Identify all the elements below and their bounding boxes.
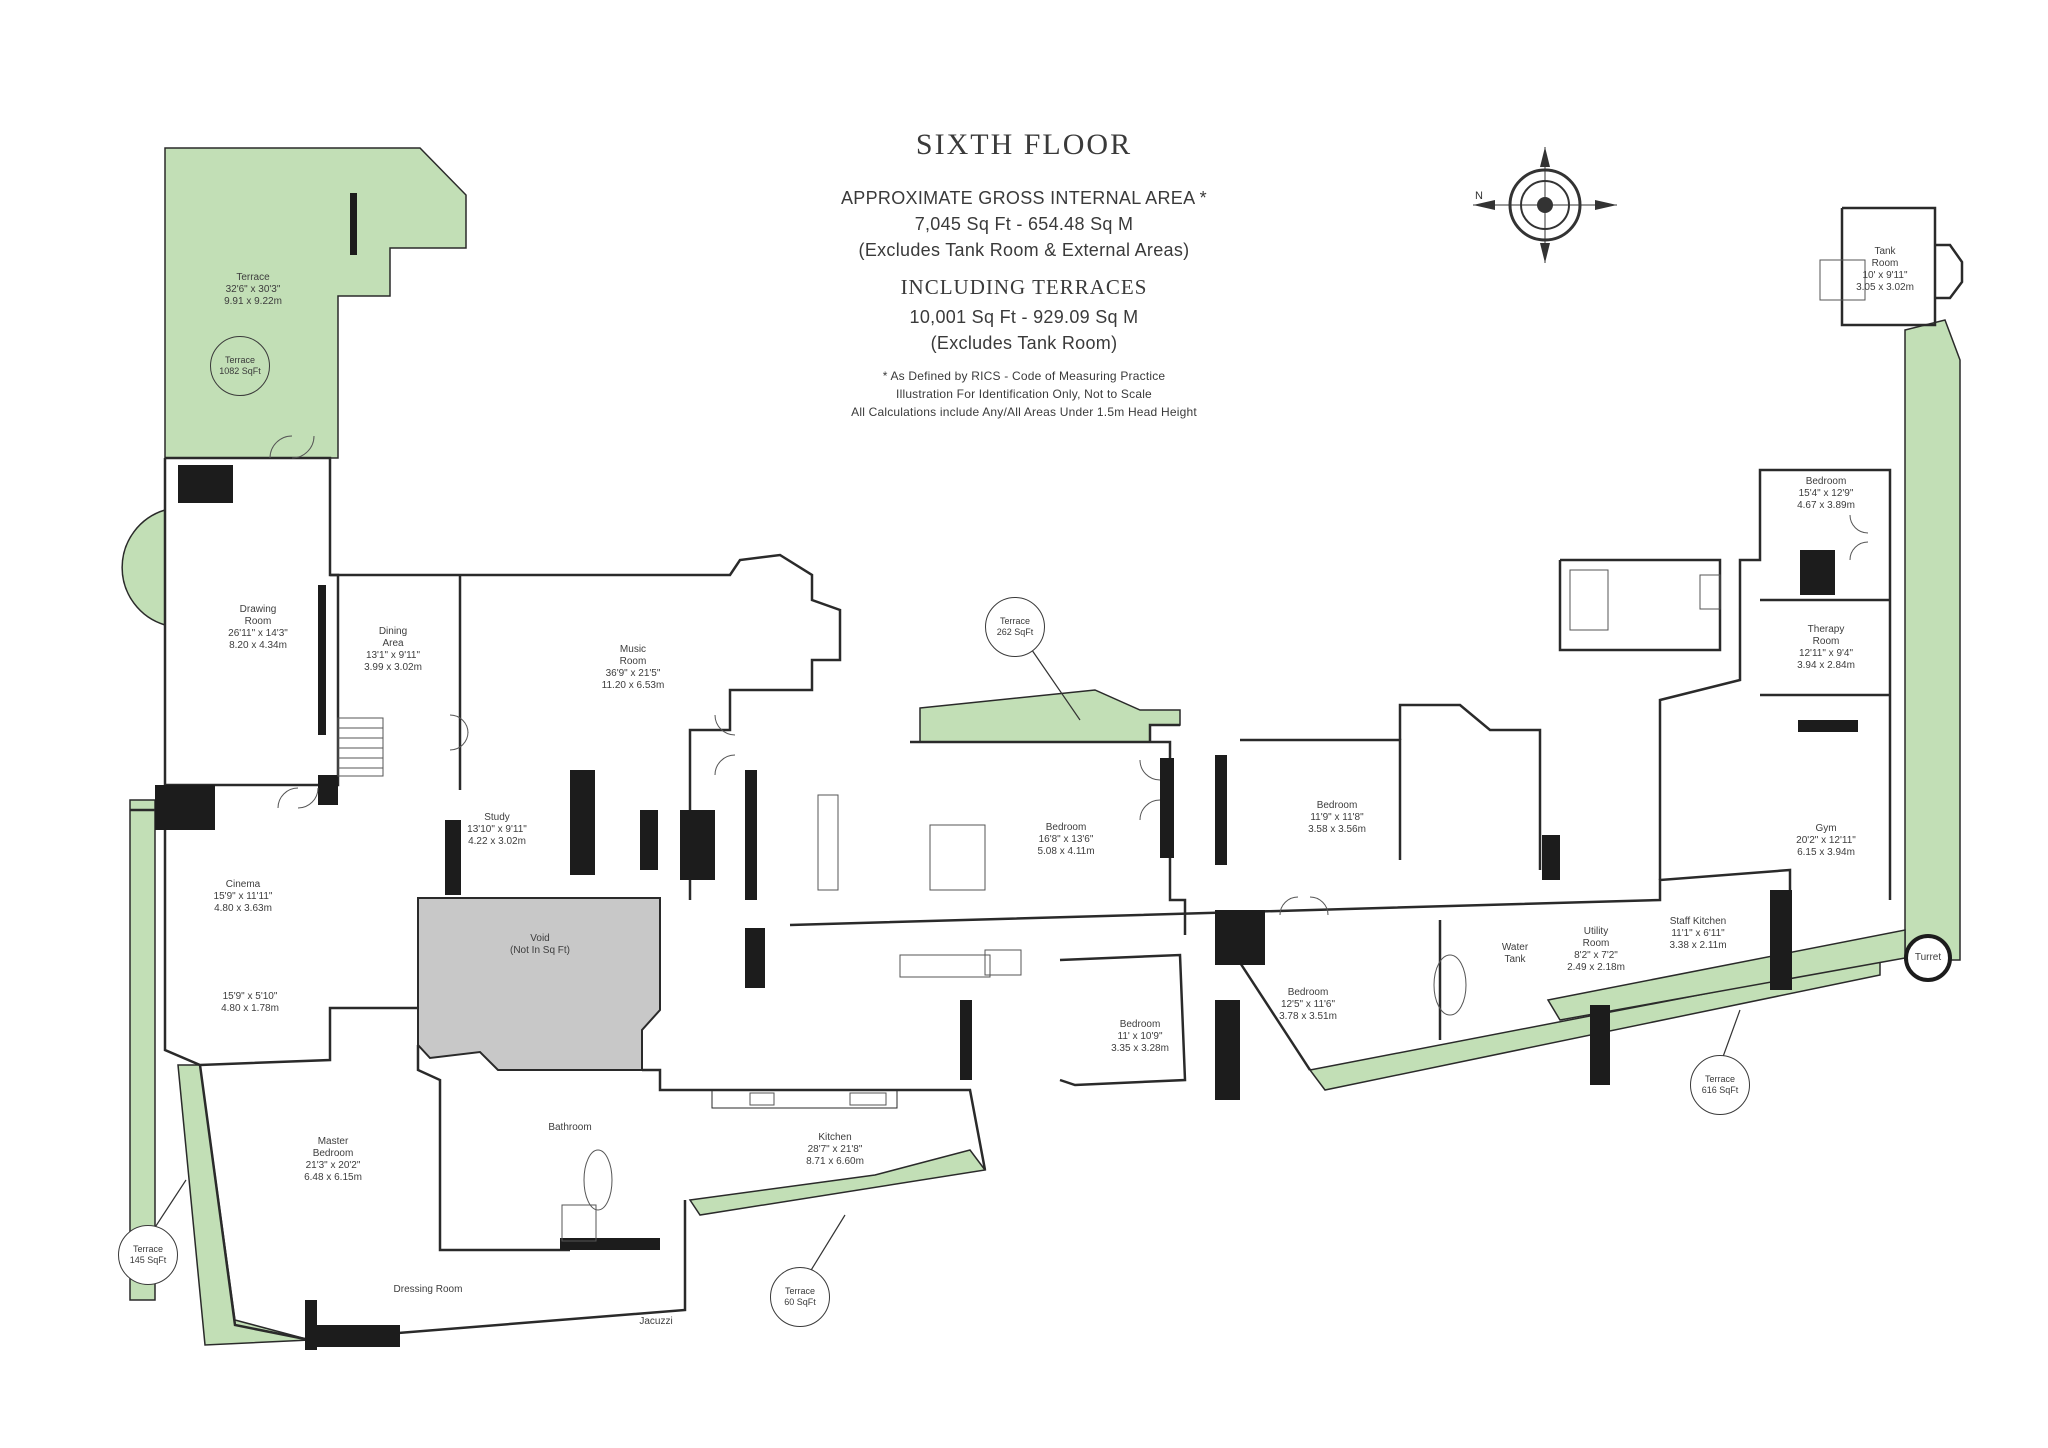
- disclaimer-scale: Illustration For Identification Only, No…: [896, 387, 1152, 401]
- terraces-note: (Excludes Tank Room): [930, 333, 1118, 353]
- disclaimer-headheight: All Calculations include Any/All Areas U…: [851, 405, 1197, 419]
- label-dressing-room: Dressing Room: [393, 1284, 463, 1295]
- staircase: [337, 717, 384, 777]
- label-bathroom: Bathroom: [548, 1122, 592, 1133]
- void-area: [417, 897, 661, 1071]
- label-cinema-annex: 15'9" x 5'10"4.80 x 1.78m: [221, 991, 279, 1014]
- gia-label: APPROXIMATE GROSS INTERNAL AREA *: [841, 188, 1207, 208]
- fixtures: [561, 259, 1866, 1242]
- terraces-label: INCLUDING TERRACES: [900, 275, 1148, 299]
- label-turret: Turret: [1914, 952, 1942, 963]
- terrace-middle: [919, 689, 1181, 743]
- label-void: Void(Not In Sq Ft): [509, 933, 571, 956]
- label-jacuzzi: Jacuzzi: [639, 1316, 673, 1327]
- terrace-left-strip: [129, 799, 156, 1301]
- gia-note: (Excludes Tank Room & External Areas): [858, 240, 1190, 260]
- disclaimer-rics: * As Defined by RICS - Code of Measuring…: [882, 369, 1166, 383]
- wall-fills: [155, 193, 1858, 1350]
- terrace-bay: [121, 508, 166, 627]
- gia-value: 7,045 Sq Ft - 654.48 Sq M: [914, 214, 1134, 234]
- turret-shape: [1904, 934, 1952, 982]
- floor-title: SIXTH FLOOR: [915, 128, 1133, 161]
- terrace-right-strip: [1904, 319, 1961, 961]
- compass-rose-icon: N: [1473, 147, 1617, 263]
- terrace-bottom-mid: [688, 1149, 987, 1216]
- compass-north-label: N: [1475, 190, 1483, 202]
- terrace-bottom-left: [177, 1064, 311, 1346]
- terraces-value: 10,001 Sq Ft - 929.09 Sq M: [909, 307, 1139, 327]
- door-swings: [269, 435, 1869, 916]
